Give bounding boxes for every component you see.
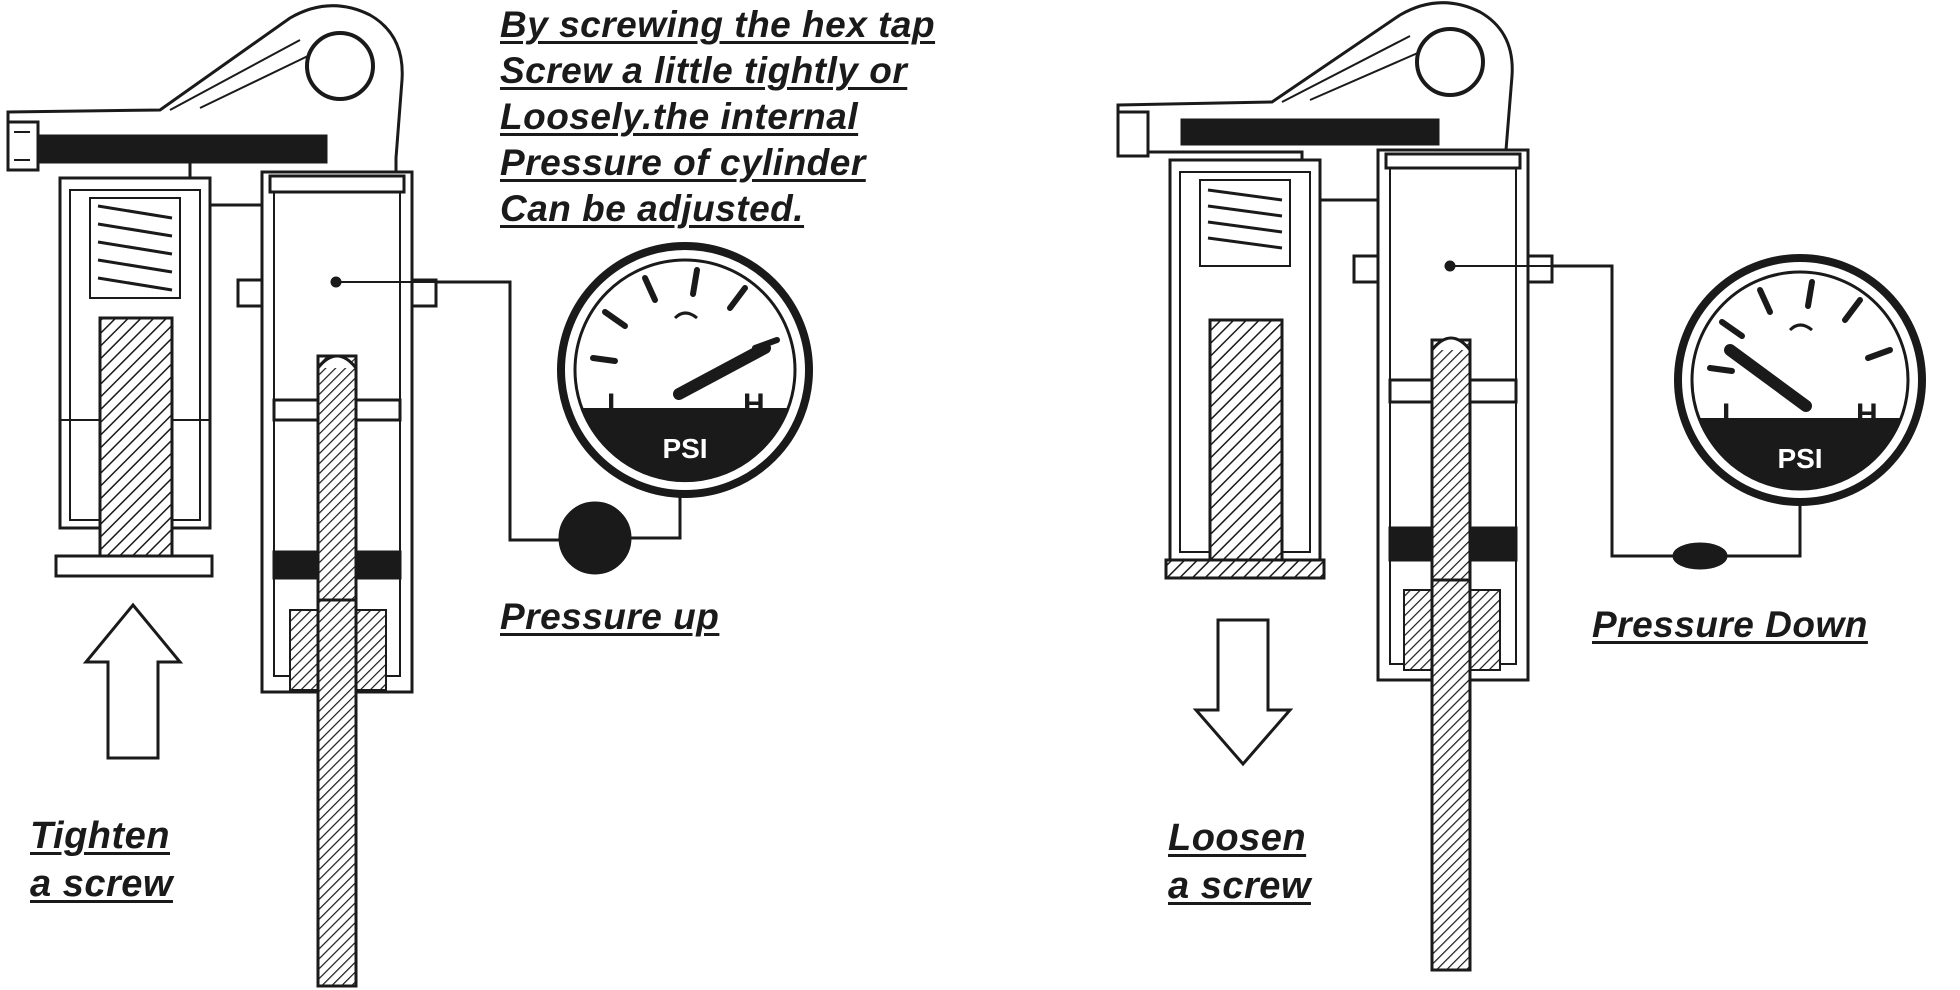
right-gauge-psi-label: PSI	[1777, 443, 1822, 474]
intro-line-1: By screwing the hex tap	[500, 4, 936, 45]
tighten-line-1: Tighten	[30, 815, 171, 857]
pressure-up-caption: Pressure up	[500, 596, 720, 637]
intro-line-2: Screw a little tightly or	[500, 50, 908, 91]
loosen-line-1: Loosen	[1168, 817, 1307, 859]
intro-line-4: Pressure of cylinder	[500, 142, 866, 183]
right-gauge-low-label: L	[1722, 398, 1740, 431]
left-up-arrow	[82, 602, 184, 760]
tighten-line-2: a screw	[30, 863, 173, 905]
loosen-screw-caption: Loosen a screw	[1168, 814, 1311, 910]
pressure-down-caption: Pressure Down	[1592, 604, 1868, 645]
left-adjust-screw	[98, 316, 174, 560]
right-down-arrow	[1192, 618, 1294, 767]
left-hex-tap-bar	[34, 134, 328, 164]
left-gauge-low-label: L	[607, 388, 625, 421]
intro-line-5: Can be adjusted.	[500, 188, 805, 229]
left-screw-flange	[54, 554, 214, 578]
right-gauge-needle	[1724, 344, 1812, 412]
right-gauge-high-label: H	[1856, 398, 1878, 431]
right-adjust-screw	[1208, 318, 1284, 562]
left-assembly	[6, 4, 682, 988]
tighten-screw-caption: Tighten a screw	[30, 812, 173, 908]
intro-line-3: Loosely.the internal	[500, 96, 859, 137]
intro-caption: By screwing the hex tap Screw a little t…	[500, 2, 1120, 232]
right-pressure-line	[1552, 264, 1680, 558]
right-screw-flange	[1164, 558, 1326, 580]
left-gauge-needle	[673, 342, 771, 400]
loosen-line-2: a screw	[1168, 865, 1311, 907]
left-gauge-psi-label: PSI	[662, 433, 707, 464]
left-pressure-bulb-large	[558, 501, 632, 575]
left-pivot-circle	[305, 31, 375, 101]
right-pressure-gauge: L H PSI	[1674, 254, 1926, 506]
right-pivot-circle	[1415, 27, 1485, 97]
left-pressure-gauge: L H PSI	[557, 242, 813, 498]
right-spring	[1199, 179, 1291, 267]
right-assembly	[1116, 1, 1802, 972]
right-hex-tap-bar	[1180, 118, 1440, 146]
right-pressure-bulb-small	[1672, 542, 1728, 570]
left-pressure-line	[436, 280, 560, 542]
left-gauge-high-label: H	[743, 388, 765, 421]
left-spring	[89, 197, 181, 299]
